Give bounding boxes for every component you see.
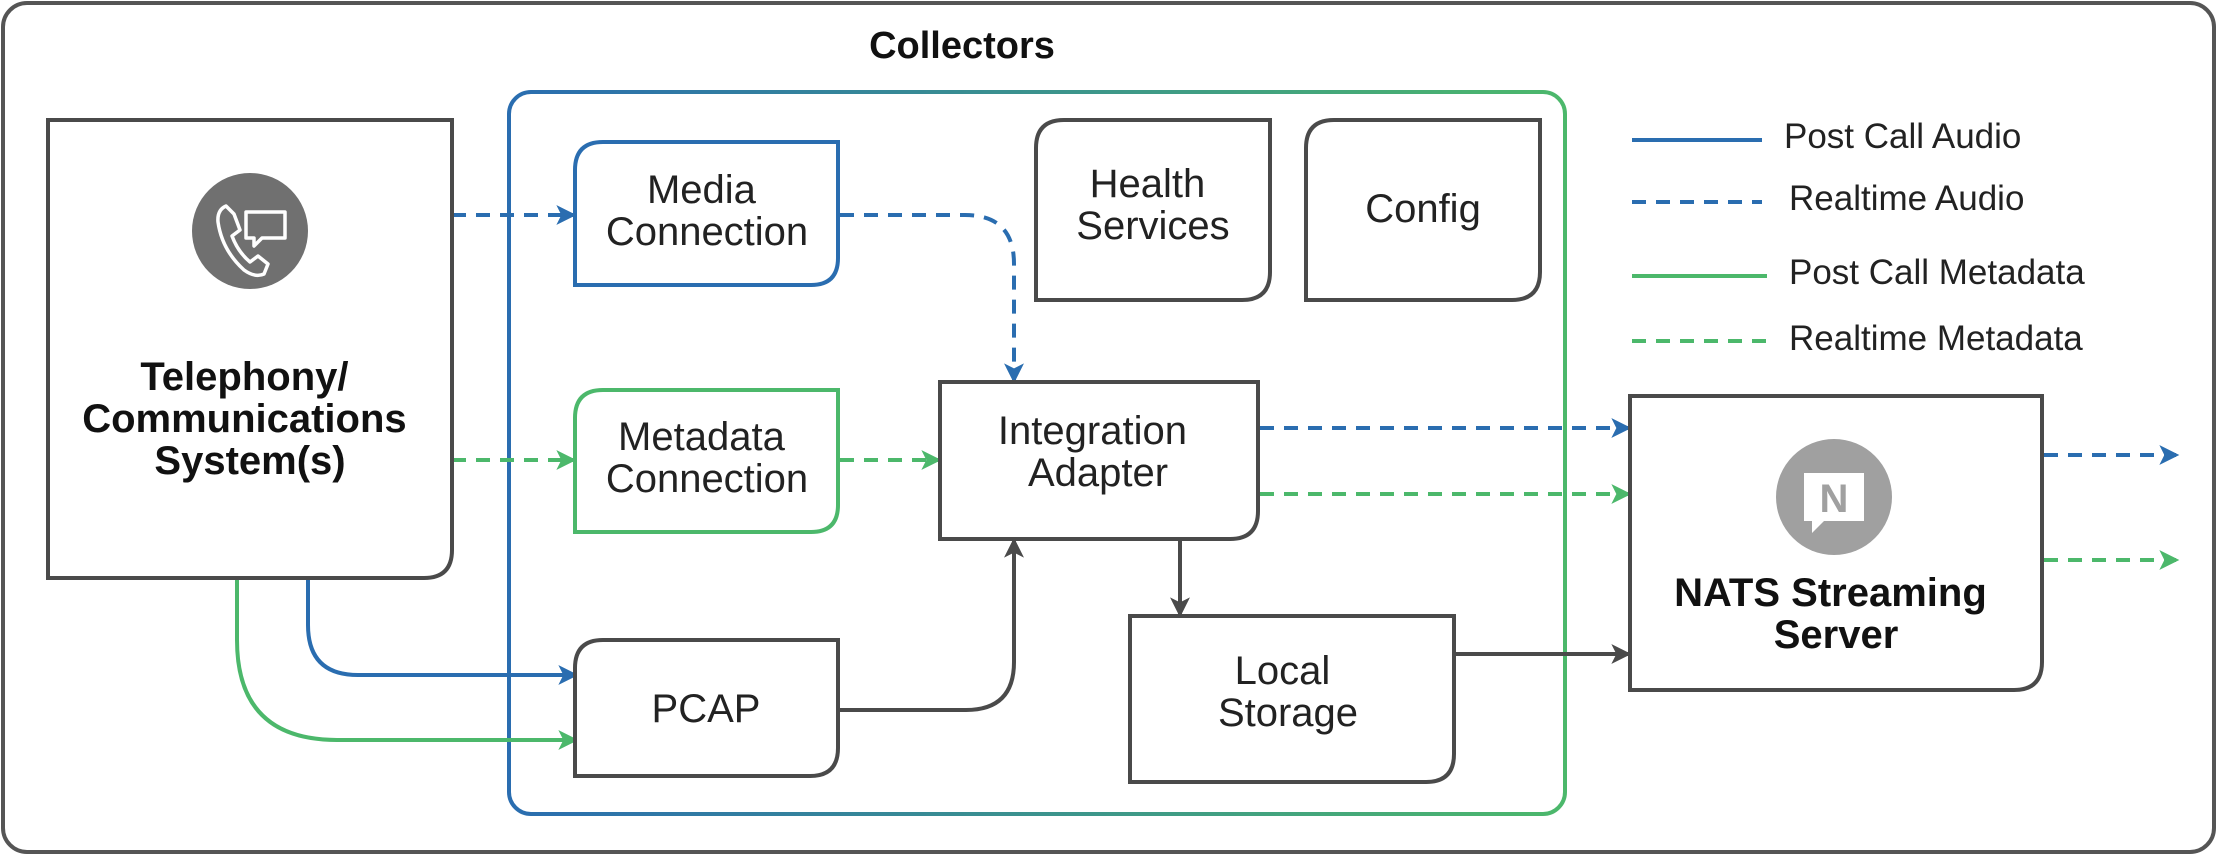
legend-label-post-call-metadata: Post Call Metadata xyxy=(1789,253,2085,292)
pcap-to-integration-adapter xyxy=(838,537,1024,712)
media-connection-line-1: Media xyxy=(647,168,757,212)
local-storage-label: Local Storage xyxy=(1218,649,1358,735)
collectors-title: Collectors xyxy=(869,25,1055,67)
integration-adapter-box: Integration Adapter xyxy=(938,380,1260,541)
post-call-metadata-to-pcap xyxy=(235,578,579,750)
telephony-label-line-2: Communications xyxy=(82,397,406,441)
legend-item-post-call-metadata: Post Call Metadata xyxy=(1632,253,2085,292)
metadata-connection-line-2: Connection xyxy=(606,457,808,501)
realtime-audio-to-integration-adapter xyxy=(840,213,1024,384)
legend-item-post-call-audio: Post Call Audio xyxy=(1632,117,2021,156)
local-storage-box: Local Storage xyxy=(1128,614,1456,784)
telephony-label-line-1: Telephony/ xyxy=(140,355,348,399)
telephony-label-line-3: System(s) xyxy=(154,439,345,483)
metadata-connection-line-1: Metadata xyxy=(618,415,786,459)
health-services-label: Health Services xyxy=(1076,162,1229,248)
pcap-box: PCAP xyxy=(573,638,840,778)
telephony-label: Telephony/ Communications System(s) xyxy=(82,355,418,483)
phone-chat-icon xyxy=(192,173,308,289)
media-connection-box: Media Connection xyxy=(573,140,840,287)
nats-logo-icon: N xyxy=(1776,439,1892,555)
legend-item-realtime-audio: Realtime Audio xyxy=(1632,179,2024,218)
nats-logo-letter: N xyxy=(1820,477,1849,521)
local-storage-line-2: Storage xyxy=(1218,691,1358,735)
metadata-connection-box: Metadata Connection xyxy=(573,388,840,534)
metadata-connection-label: Metadata Connection xyxy=(606,415,808,501)
pcap-label: PCAP xyxy=(652,687,761,731)
health-services-box: Health Services xyxy=(1034,118,1272,302)
post-call-audio-to-pcap xyxy=(306,578,579,685)
integration-adapter-line-2: Adapter xyxy=(1028,451,1168,495)
integration-adapter-label: Integration Adapter xyxy=(998,409,1198,495)
nats-label: NATS Streaming Server xyxy=(1674,571,1998,657)
collectors-container xyxy=(507,90,1567,816)
integration-adapter-line-1: Integration xyxy=(998,409,1187,453)
legend-label-post-call-audio: Post Call Audio xyxy=(1784,117,2021,156)
legend-label-realtime-audio: Realtime Audio xyxy=(1789,179,2024,218)
nats-label-line-2: Server xyxy=(1774,613,1899,657)
legend-item-realtime-metadata: Realtime Metadata xyxy=(1632,319,2083,358)
legend: Post Call Audio Realtime Audio Post Call… xyxy=(1632,117,2085,358)
config-box: Config xyxy=(1304,118,1542,302)
nats-label-line-1: NATS Streaming xyxy=(1674,571,1987,615)
config-label: Config xyxy=(1365,187,1481,231)
media-connection-label: Media Connection xyxy=(606,168,808,254)
health-services-line-1: Health xyxy=(1090,162,1206,206)
legend-label-realtime-metadata: Realtime Metadata xyxy=(1789,319,2083,358)
telephony-system-box: Telephony/ Communications System(s) xyxy=(46,118,454,580)
media-connection-line-2: Connection xyxy=(606,210,808,254)
local-storage-line-1: Local xyxy=(1235,649,1331,693)
health-services-line-2: Services xyxy=(1076,204,1229,248)
nats-server-box: N NATS Streaming Server xyxy=(1628,394,2044,692)
